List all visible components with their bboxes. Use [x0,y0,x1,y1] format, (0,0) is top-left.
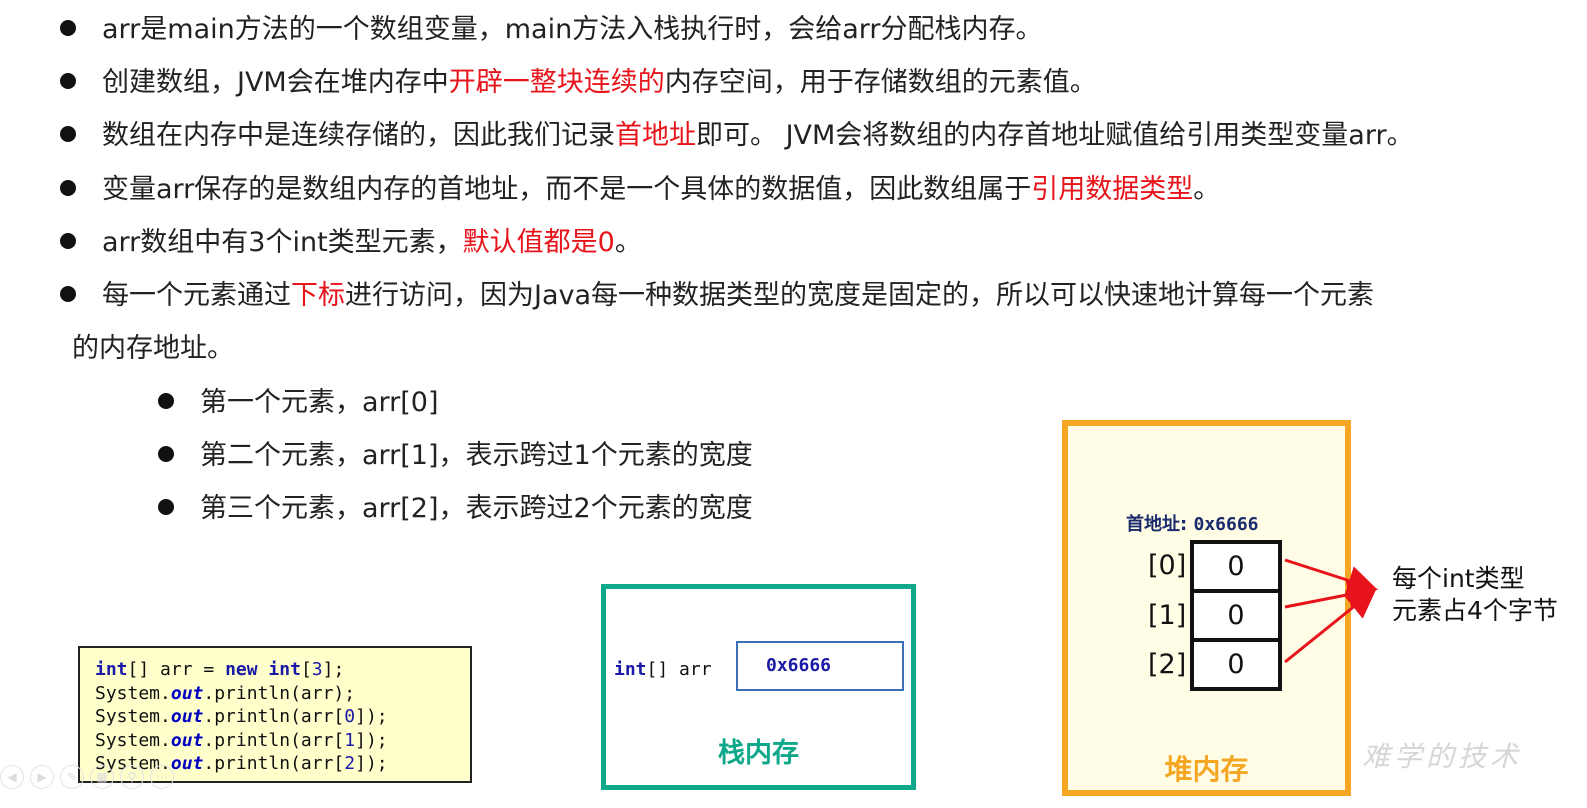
watermark: 难学的技术 [1362,740,1523,773]
heap-index-2: [2] [1148,649,1187,680]
bullet-dot [60,285,76,302]
bullet-dot [60,179,76,196]
grid-icon[interactable]: ▦ [90,765,114,789]
heap-index-0: [0] [1148,550,1187,581]
bullet-dot [60,232,76,249]
code-line-5: System.out.println(arr[2]); [95,753,388,774]
heap-array: 0 0 0 [1190,540,1282,691]
heap-array-cell-1: 0 [1194,593,1278,642]
heap-index-1: [1] [1148,600,1187,631]
bullet-5: arr数组中有3个int类型元素，默认值都是0。 [60,226,642,260]
bullet-dot [60,72,76,89]
sub-bullet-2: 第二个元素，arr[1]，表示跨过1个元素的宽度 [158,439,753,473]
code-line-3: System.out.println(arr[0]); [95,706,388,727]
bullet-2: 创建数组，JVM会在堆内存中开辟一整块连续的内存空间，用于存储数组的元素值。 [60,66,1097,100]
zoom-icon[interactable]: ⚲ [120,765,144,789]
stack-variable: int[] arr [614,659,712,680]
code-line-4: System.out.println(arr[1]); [95,729,388,751]
heap-memory-label: 堆内存 [1164,753,1249,786]
stack-memory-box: int[] arr 0x6666 栈内存 [601,584,916,790]
bullet-3: 数组在内存中是连续存储的，因此我们记录首地址即可。 JVM会将数组的内存首地址赋… [60,119,1414,153]
slide-nav-controls: ◀ ▶ ✎ ▦ ⚲ ⋯ [0,765,174,789]
next-icon[interactable]: ▶ [30,765,54,789]
bullet-6: 每一个元素通过下标进行访问，因为Java每一种数据类型的宽度是固定的，所以可以快… [60,279,1374,313]
pen-icon[interactable]: ✎ [60,765,84,789]
sub-bullet-1: 第一个元素，arr[0] [158,386,439,420]
heap-memory-box: 首地址: 0x6666 [0] [1] [2] 0 0 0 堆内存 [1062,420,1351,796]
previous-icon[interactable]: ◀ [0,765,24,789]
bullet-1: arr是main方法的一个数组变量，main方法入栈执行时，会给arr分配栈内存… [60,13,1042,47]
element-size-note: 每个int类型 元素占4个字节 [1392,564,1558,625]
stack-value-cell: 0x6666 [736,641,904,691]
sub-bullet-3: 第三个元素，arr[2]，表示跨过2个元素的宽度 [158,492,753,526]
bullet-dot [158,445,174,462]
bullet-dot [60,19,76,36]
heap-address: 首地址: 0x6666 [1126,514,1259,535]
heap-array-cell-2: 0 [1227,649,1245,680]
bullet-dot [158,498,174,515]
bullet-dot [158,392,174,409]
code-line-1: int[] arr = new int[3]; [95,659,345,680]
bullet-4: 变量arr保存的是数组内存的首地址，而不是一个具体的数据值，因此数组属于引用数据… [60,173,1220,207]
code-snippet: int[] arr = new int[3]; System.out.print… [78,646,472,783]
heap-array-cell-0: 0 [1194,544,1278,593]
code-line-2: System.out.println(arr); [95,682,356,704]
bullet-6-continuation: 的内存地址。 [72,333,234,364]
stack-memory-label: 栈内存 [718,738,799,769]
bullet-dot [60,125,76,142]
more-icon[interactable]: ⋯ [150,765,174,789]
